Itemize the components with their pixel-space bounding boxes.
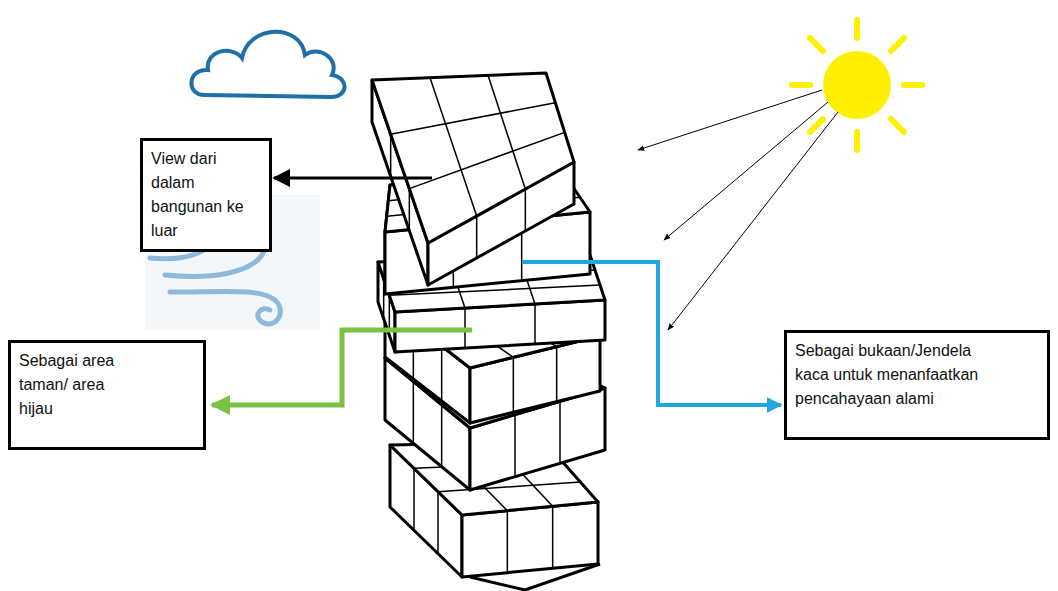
callout-box: Sebagai area taman/ area hijau — [8, 340, 206, 450]
callout-text: Sebagai bukaan/Jendela kaca untuk menanf… — [795, 339, 1000, 411]
cloud-icon — [191, 32, 344, 97]
callout-text: View dari dalam bangunan ke luar — [151, 147, 261, 243]
leader-line — [274, 177, 432, 180]
callout-text: Sebagai area taman/ area hijau — [19, 349, 131, 421]
sun-icon — [792, 20, 922, 150]
callout-box: View dari dalam bangunan ke luar — [140, 138, 272, 252]
callout-box: Sebagai bukaan/Jendela kaca untuk menanf… — [784, 330, 1050, 440]
leader-line — [212, 330, 472, 405]
leader-line — [522, 262, 781, 405]
sun-ray-arrows — [638, 90, 838, 330]
